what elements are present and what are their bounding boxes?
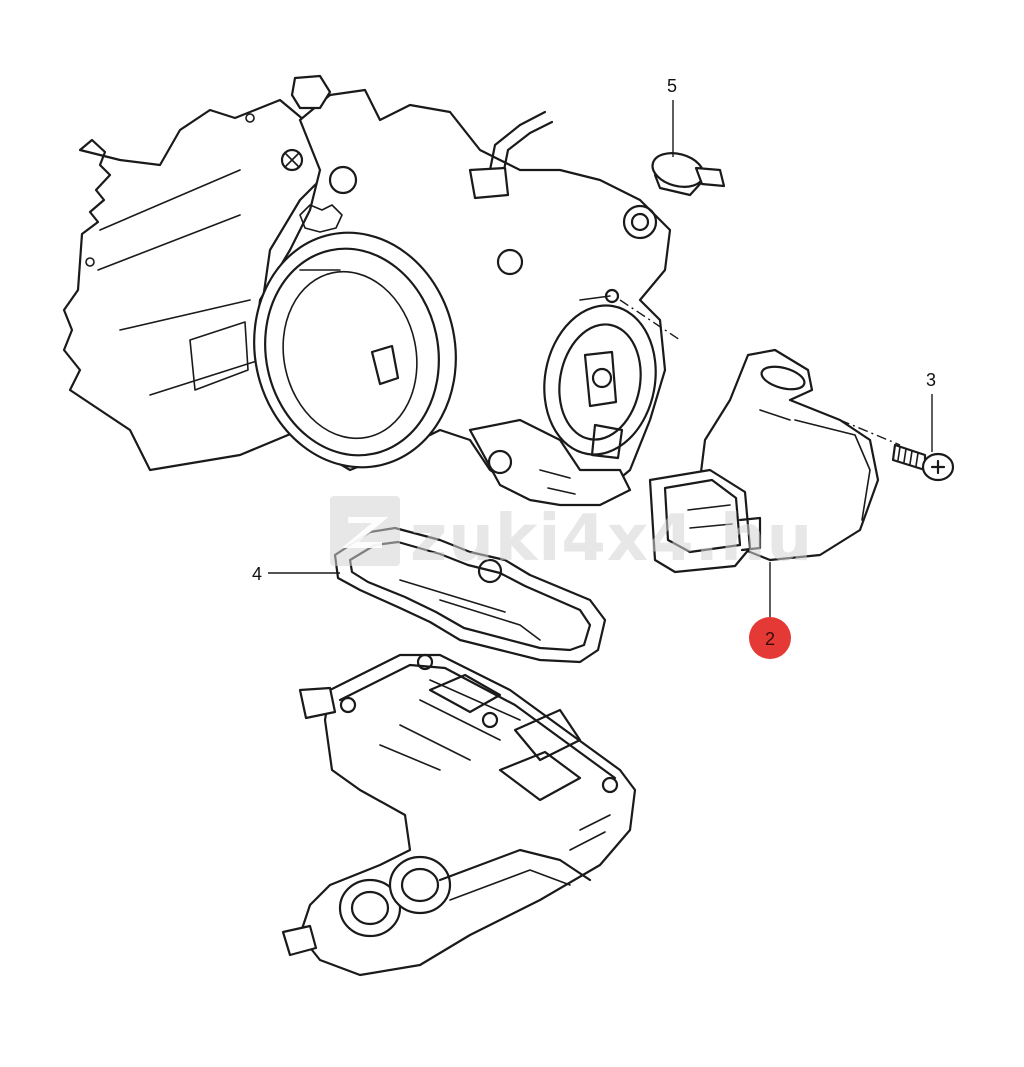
callout-label-4: 4	[252, 564, 262, 584]
gasket[interactable]	[333, 526, 607, 664]
callout-label-3: 3	[926, 370, 936, 390]
throttle-body	[62, 74, 672, 507]
callout-label-2: 2	[765, 629, 775, 649]
throttle-position-sensor[interactable]	[648, 348, 880, 574]
callout-5[interactable]: 5	[667, 76, 677, 157]
callout-3[interactable]: 3	[926, 370, 936, 452]
callout-label-5: 5	[667, 76, 677, 96]
idle-air-control-valve[interactable]	[281, 653, 637, 977]
callout-4[interactable]: 4	[252, 564, 340, 584]
screw-bolt[interactable]	[891, 443, 955, 482]
highlight-badge	[749, 617, 791, 659]
watermark-text: zuki4x4.hu	[410, 502, 813, 576]
vacuum-cap[interactable]	[649, 148, 726, 197]
watermark: zuki4x4.hu	[330, 496, 813, 576]
callout-2[interactable]: 2	[749, 562, 791, 659]
